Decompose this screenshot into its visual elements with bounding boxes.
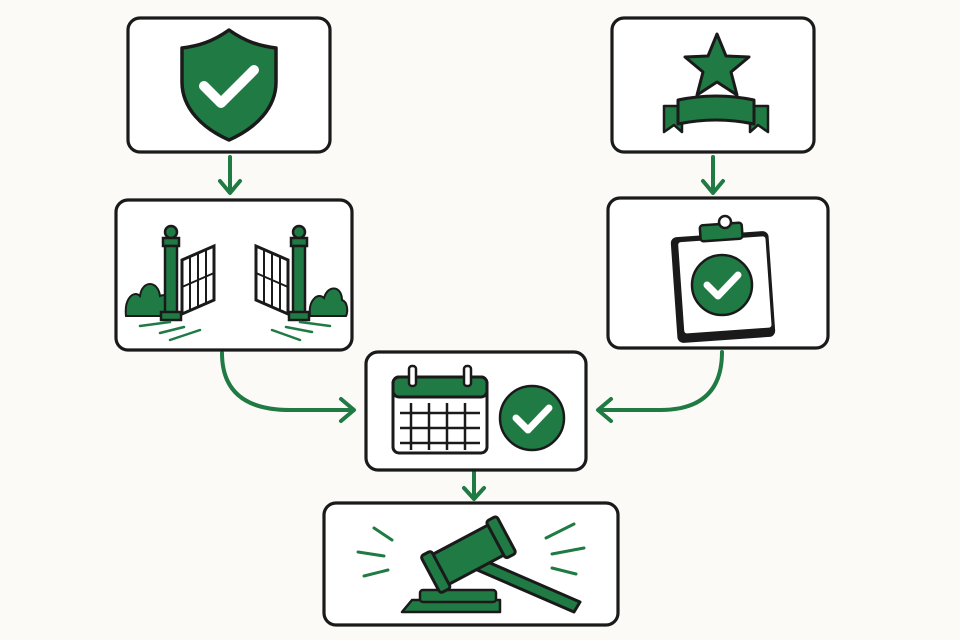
gavel-icon: [356, 515, 586, 614]
open-gates-icon: [124, 224, 349, 342]
arrow-gates-to-calendar-head: [339, 397, 356, 423]
node-shield: [126, 16, 332, 154]
node-gates-box: [114, 198, 354, 352]
arrow-shield-to-gates-head: [218, 179, 242, 195]
shield-check-icon: [180, 28, 278, 142]
node-clipboard: [606, 196, 830, 350]
arrow-calendar-to-gavel-head: [462, 486, 486, 501]
node-gates: [114, 198, 354, 352]
arrow-clipboard-to-calendar: [598, 350, 724, 412]
clipboard-check-icon: [670, 214, 776, 343]
node-gavel: [322, 501, 620, 627]
arrow-clipboard-to-calendar-head: [596, 397, 613, 423]
arrow-award-to-clipboard-head: [701, 179, 725, 195]
edges: [218, 155, 725, 501]
arrow-gates-to-calendar: [220, 351, 354, 412]
calendar-check-icon: [391, 364, 566, 455]
node-calendar: [364, 350, 588, 472]
node-award: [610, 16, 816, 154]
star-ribbon-icon: [662, 32, 770, 134]
